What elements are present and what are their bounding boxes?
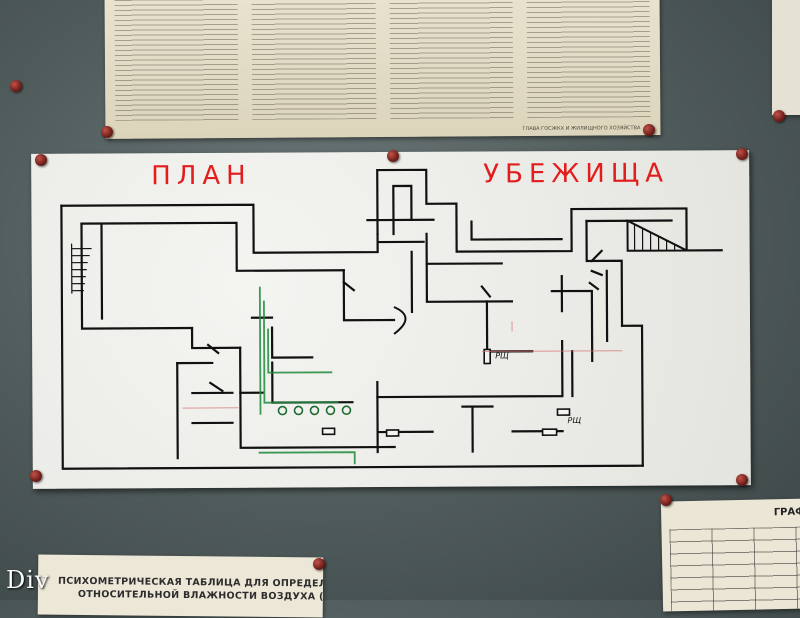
pushpin-icon [30,470,42,482]
pushpin-icon [660,494,672,506]
shelter-floor-plan: ПЛАН УБЕЖИЩА [31,150,751,489]
instruction-poster: ГЛАВА ГОСЖКХ И ЖИЛИЩНОГО ХОЗЯЙСТВА [104,0,661,139]
pushpin-icon [10,80,22,92]
pushpin-icon [773,110,785,122]
pushpin-icon [313,558,325,570]
poster-signature: ГЛАВА ГОСЖКХ И ЖИЛИЩНОГО ХОЗЯЙСТВА [522,125,641,133]
pushpin-icon [736,148,748,160]
side-poster-fragment [772,0,800,115]
humidity-table-poster: ПСИХОМЕТРИЧЕСКАЯ ТАБЛИЦА ДЛЯ ОПРЕДЕЛЕНИЯ… [37,554,324,618]
pushpin-icon [101,126,113,138]
floor-plan-drawing: РЩ РЩ [60,168,723,470]
schedule-chart-poster: ГРАФ [660,498,800,612]
pushpin-icon [387,150,399,162]
humidity-table-title-line2: ОТНОСИТЕЛЬНОЙ ВЛАЖНОСТИ ВОЗДУХА (В %) [77,588,324,603]
panel-label-1: РЩ [495,351,509,360]
schedule-chart-title: ГРАФ [773,506,800,519]
panel-label-2: РЩ [568,416,582,425]
humidity-table-title-line1: ПСИХОМЕТРИЧЕСКАЯ ТАБЛИЦА ДЛЯ ОПРЕДЕЛЕНИЯ [57,575,324,590]
watermark: Div [6,566,50,594]
pushpin-icon [643,124,655,136]
pushpin-icon [736,474,748,486]
pushpin-icon [35,154,47,166]
